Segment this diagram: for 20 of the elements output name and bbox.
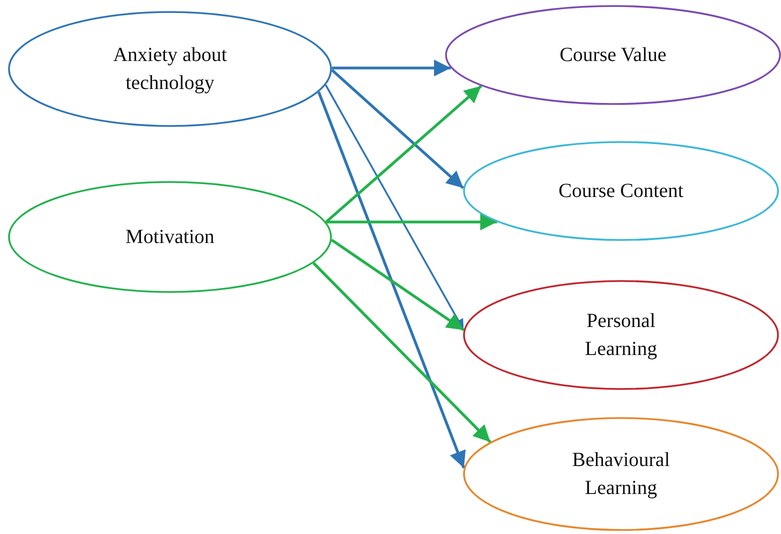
- arrow: [324, 84, 464, 330]
- node-label: Personal Learning: [584, 309, 658, 362]
- arrow: [332, 60, 451, 76]
- ellipse-node: [445, 5, 781, 105]
- node-label: Course Value: [560, 43, 666, 68]
- arrow: [317, 92, 466, 468]
- ellipse-node: [8, 11, 332, 127]
- ellipse-node: [463, 280, 779, 390]
- node-label: Anxiety about technology: [112, 43, 228, 96]
- arrow: [326, 214, 498, 230]
- node-label: Course Content: [558, 179, 684, 204]
- arrow: [330, 238, 464, 332]
- ellipse-node: [463, 417, 779, 531]
- node-label: Behavioural Learning: [571, 448, 671, 501]
- ellipse-node: [463, 141, 779, 241]
- arrow: [312, 262, 492, 443]
- arrow: [325, 84, 482, 224]
- arrow: [331, 68, 464, 190]
- ellipse-node: [8, 181, 332, 293]
- node-label: Motivation: [126, 225, 214, 250]
